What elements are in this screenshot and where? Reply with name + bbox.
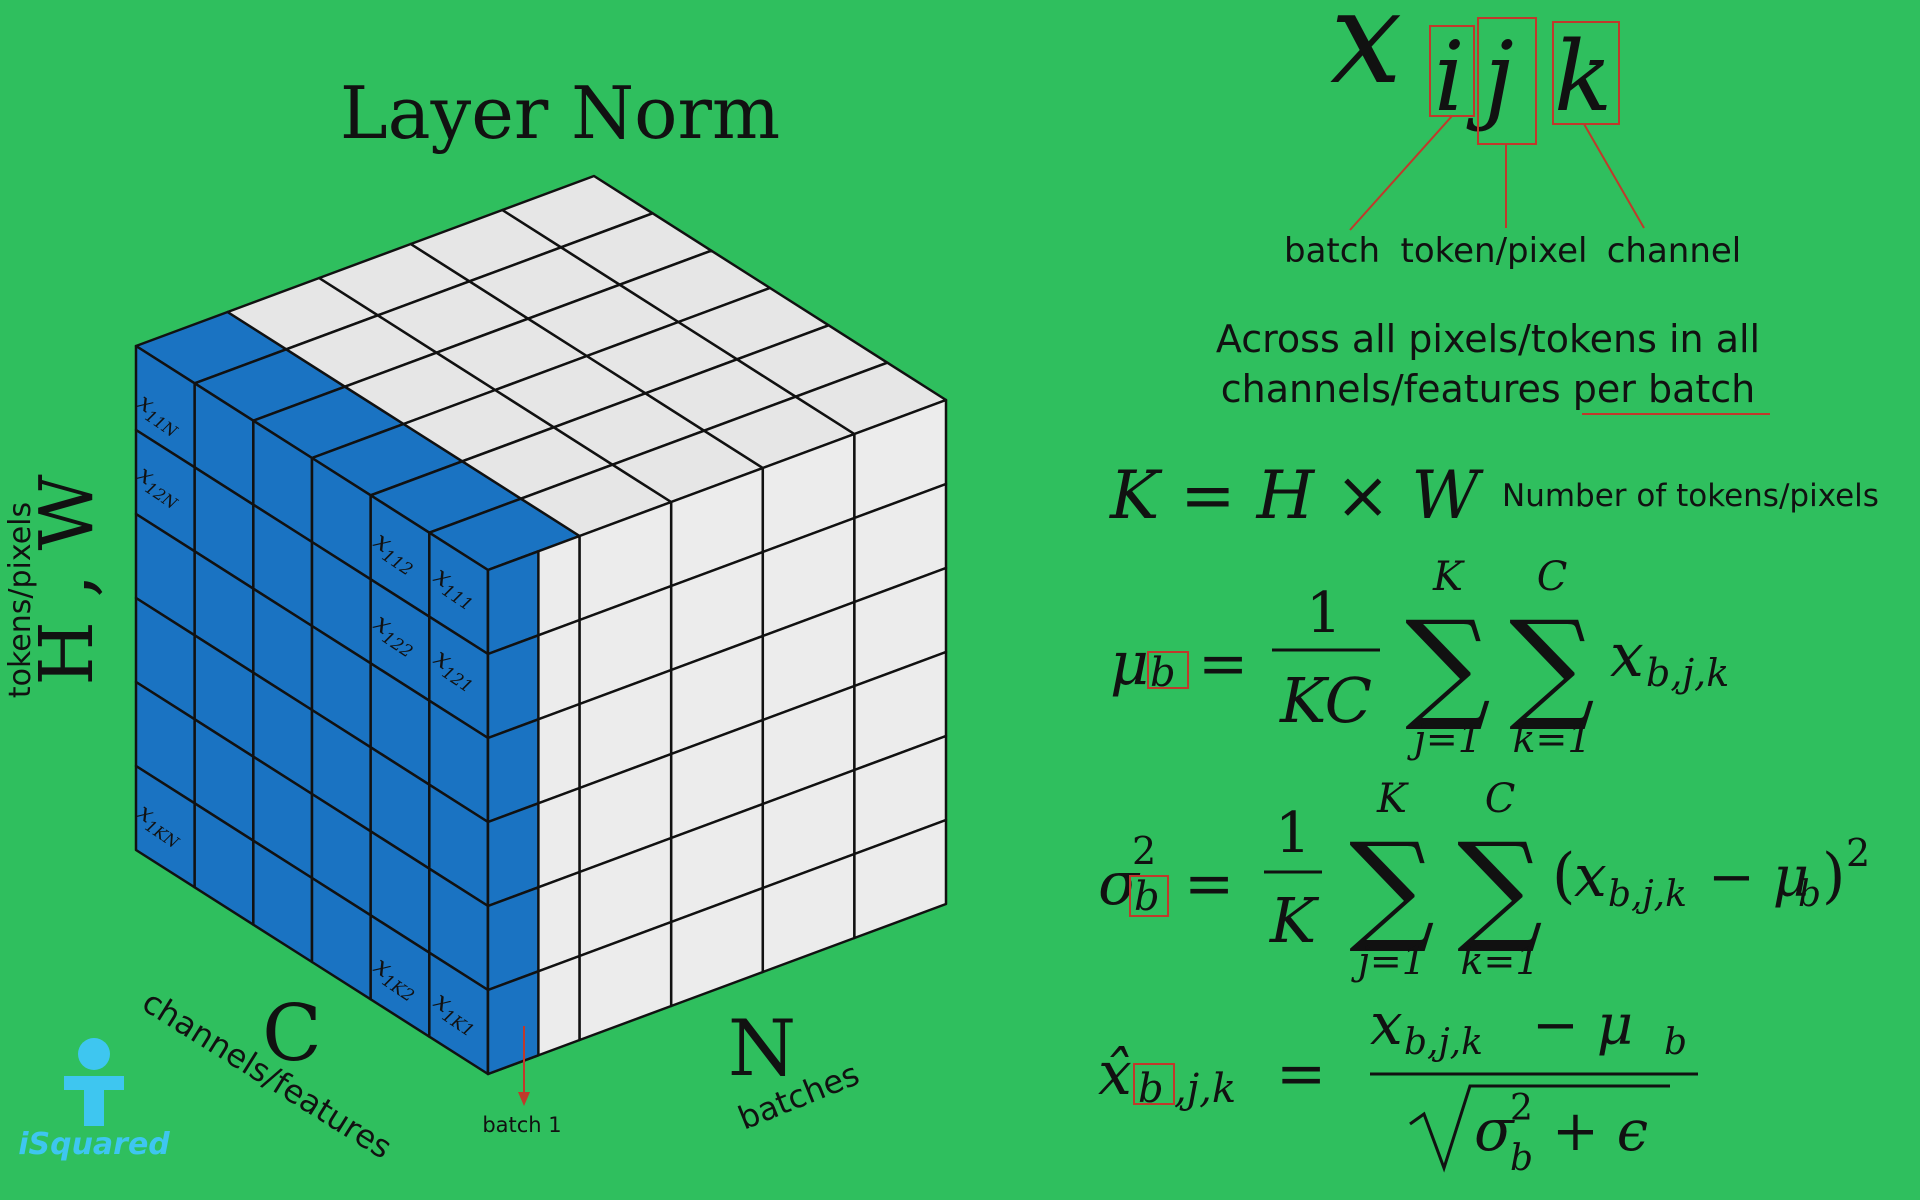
mean-sum2-lower: k=1 <box>1512 717 1591 761</box>
variance-squared: 2 <box>1132 829 1156 873</box>
mean-x-subscript: b,j,k <box>1646 651 1729 695</box>
variance-sum1: ∑ <box>1349 818 1435 957</box>
variance-equals: = <box>1184 849 1234 919</box>
description-line2: channels/features per batch <box>1221 367 1756 411</box>
normalized-equals: = <box>1276 1039 1326 1109</box>
index-token-label: token/pixel <box>1401 231 1588 271</box>
mean-denominator: KC <box>1279 664 1372 737</box>
axis-hw-letter: H , W <box>24 474 110 685</box>
variance-sum1-upper: K <box>1376 776 1409 822</box>
description-line1: Across all pixels/tokens in all <box>1216 317 1760 361</box>
index-channel-label: channel <box>1607 231 1742 271</box>
normalized-denominator-sigma: σ <box>1474 1096 1515 1164</box>
normalized-numerator-subscript: b,j,k <box>1404 1022 1483 1063</box>
axis-c-letter: C <box>262 989 322 1079</box>
index-i: i <box>1434 21 1465 133</box>
index-legend: x i j k batch token/pixel channel <box>1284 0 1741 271</box>
normalized-numerator-mu: − μ <box>1532 993 1633 1058</box>
variance-sum2: ∑ <box>1457 818 1543 957</box>
batch1-label: batch 1 <box>482 1113 561 1137</box>
variance-sum2-lower: k=1 <box>1460 939 1539 983</box>
normalized-denominator-subscript: b <box>1510 1138 1533 1179</box>
variance-x: x <box>1574 842 1607 910</box>
variance-x-subscript: b,j,k <box>1608 874 1687 915</box>
normalized-symbol: x̂ <box>1098 1039 1132 1109</box>
mean-symbol: μ <box>1110 629 1149 699</box>
mean-numerator: 1 <box>1306 581 1342 646</box>
normalized-subscript-b: b <box>1138 1066 1164 1112</box>
sqrt-sign <box>1409 1084 1670 1173</box>
logo-text: iSquared <box>18 1127 170 1162</box>
variance-sum2-upper: C <box>1485 776 1516 822</box>
variance-numerator: 1 <box>1275 801 1311 866</box>
equation-k-note: Number of tokens/pixels <box>1502 478 1879 514</box>
variance-open-paren: ( <box>1552 841 1575 911</box>
index-symbol-x: x <box>1330 0 1402 113</box>
logo-head-icon <box>78 1038 110 1070</box>
cube-front-cell <box>853 818 948 940</box>
cube-batch1-cell <box>486 970 540 1076</box>
equation-k-definition: K = H × W <box>1109 457 1484 534</box>
variance-mu-subscript: b <box>1798 874 1821 915</box>
isquared-logo: iSquared <box>18 1038 170 1162</box>
index-k-box <box>1552 21 1620 125</box>
axis-hw-label: tokens/pixels <box>3 502 38 698</box>
diagram-title: Layer Norm <box>340 71 780 155</box>
variance-minus-mu: − μ <box>1708 845 1809 910</box>
normalized-denominator-eps: + ϵ <box>1552 1099 1648 1164</box>
normalized-subscript-jk: ,j,k <box>1174 1066 1236 1112</box>
index-k: k <box>1554 21 1612 133</box>
mean-sum2: ∑ <box>1509 596 1595 735</box>
description-underlined: per batch <box>1573 367 1756 411</box>
variance-symbol: σ <box>1098 849 1141 919</box>
mean-sum1: ∑ <box>1405 596 1491 735</box>
normalized-denominator-squared: 2 <box>1510 1088 1533 1129</box>
variance-close-paren: ) <box>1822 841 1845 911</box>
mean-subscript-box <box>1147 651 1189 689</box>
variance-denominator: K <box>1269 884 1320 957</box>
mean-sum1-upper: K <box>1432 554 1465 600</box>
axis-n-letter: N <box>728 1004 796 1094</box>
normalized-subscript-box <box>1133 1063 1175 1105</box>
equation-variance: σ 2 b = 1 K K ∑ j=1 C ∑ k=1 ( x b,j,k − … <box>1098 776 1870 983</box>
index-batch-label: batch <box>1284 231 1380 271</box>
batch1-arrow <box>518 1026 530 1106</box>
tensor-cube <box>134 174 948 1076</box>
equation-mean: μ b = 1 KC K ∑ j=1 C ∑ k=1 x b,j,k <box>1110 554 1729 761</box>
variance-subscript-box <box>1129 875 1169 917</box>
mean-equals: = <box>1198 629 1248 699</box>
mean-sum1-lower: j=1 <box>1407 717 1482 761</box>
normalized-numerator-x: x <box>1370 990 1403 1058</box>
mean-x: x <box>1610 621 1644 691</box>
mean-sum2-upper: C <box>1537 554 1568 600</box>
normalized-numerator-mu-subscript: b <box>1664 1022 1687 1063</box>
variance-subscript: b <box>1134 874 1160 920</box>
equation-normalized: x̂ b ,j,k = x b,j,k − μ b σ 2 b + ϵ <box>1098 990 1698 1179</box>
mean-subscript: b <box>1150 650 1176 696</box>
variance-outer-squared: 2 <box>1846 831 1870 875</box>
variance-sum1-lower: j=1 <box>1351 939 1426 983</box>
